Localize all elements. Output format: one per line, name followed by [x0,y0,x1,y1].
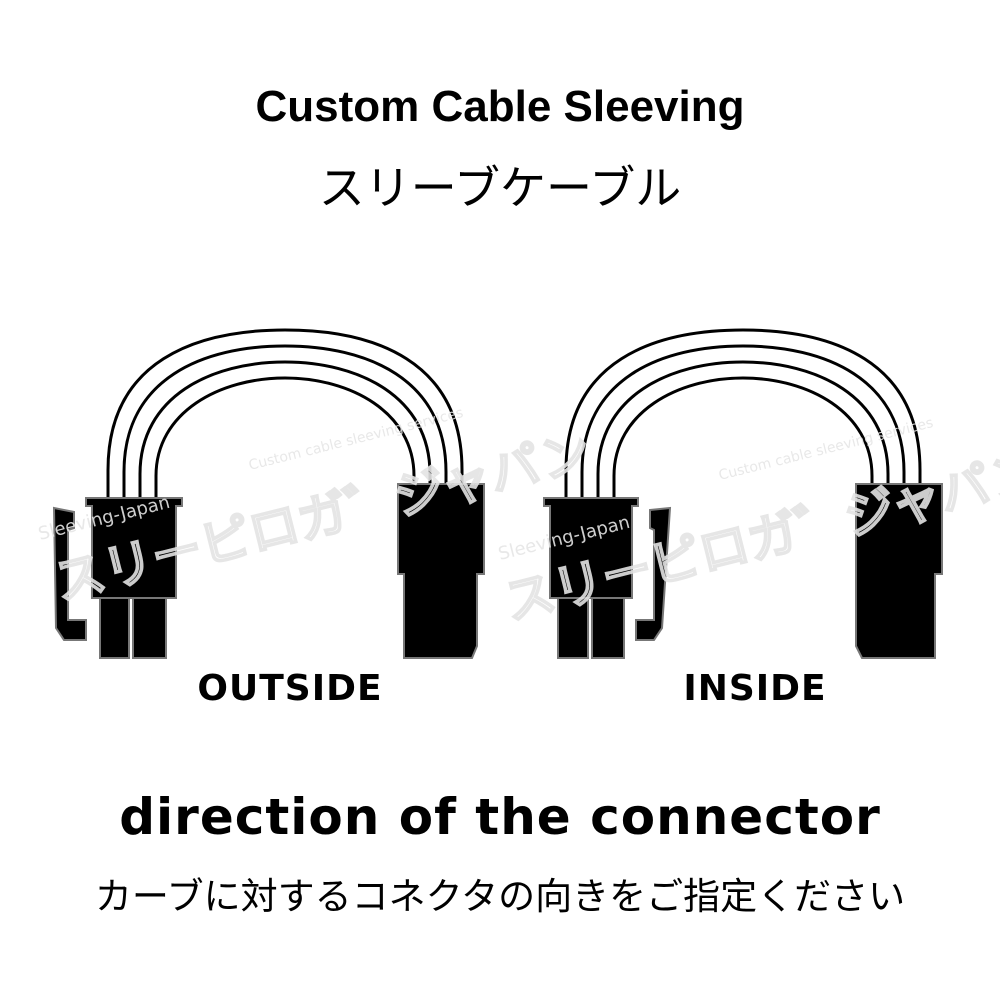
cable-loop-icon [564,328,922,500]
connector-plug-icon [397,483,485,659]
connector-plug-icon [543,497,639,659]
inside-label: INSIDE [683,668,827,709]
inside-diagram [543,328,943,659]
outside-label: OUTSIDE [197,668,383,709]
outside-diagram [52,328,485,659]
page-title: Custom Cable Sleeving [255,82,745,131]
connector-clip-icon [635,506,672,641]
connector-plug-icon [85,497,183,659]
direction-heading: direction of the connector [119,788,881,846]
connector-diagram: Sleeving-Japan Custom cable sleeving ser… [36,328,1000,659]
connector-plug-icon [855,483,943,659]
page-subtitle: スリーブケーブル [318,161,682,215]
instruction-note: カーブに対するコネクタの向きをご指定ください [94,875,906,918]
connector-clip-icon [52,506,87,641]
cable-loop-icon [106,328,464,500]
